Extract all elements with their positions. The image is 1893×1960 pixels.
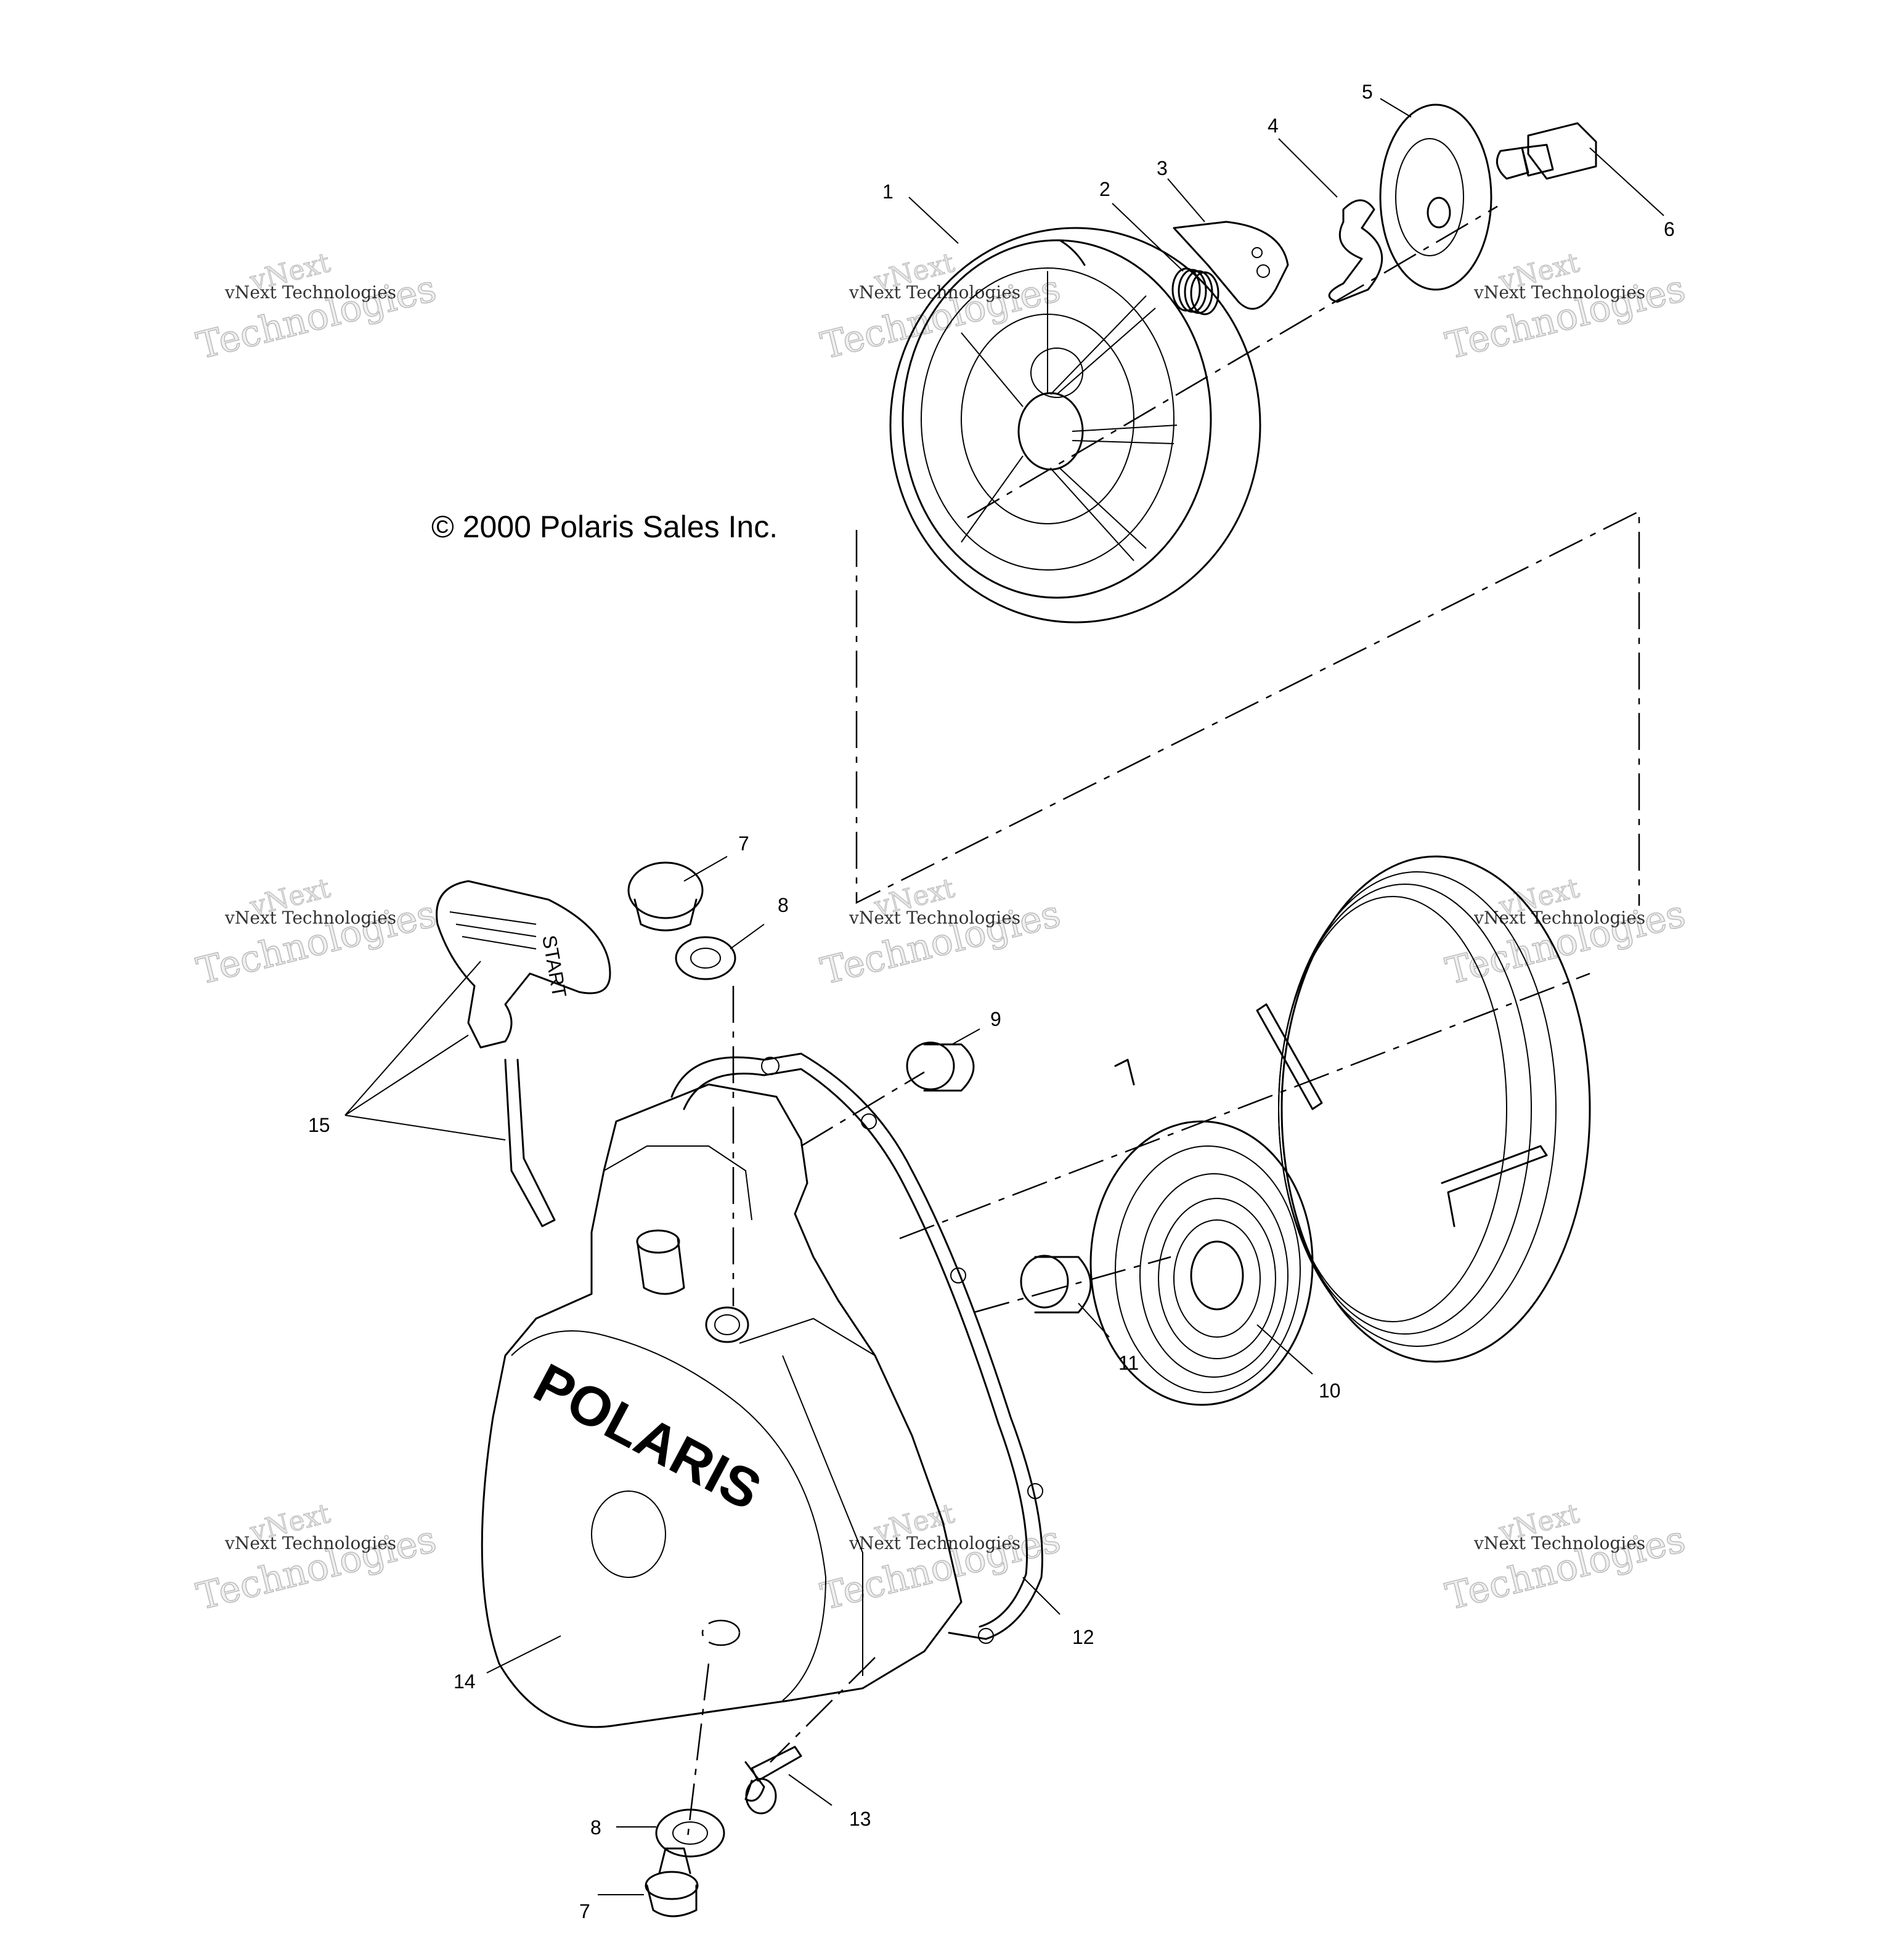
part-washer-bottom — [655, 1808, 725, 1858]
part-pawl — [1173, 221, 1289, 310]
part-washer-top — [675, 936, 736, 980]
part-housing: POLARIS — [481, 1083, 963, 1728]
callout-3: 3 — [1157, 157, 1168, 179]
callout-13: 13 — [849, 1808, 871, 1830]
callout-9: 9 — [990, 1008, 1001, 1030]
callout-14: 14 — [454, 1670, 476, 1693]
part-sleeve — [1020, 1254, 1092, 1314]
callout-4: 4 — [1268, 115, 1279, 137]
part-spring — [1171, 267, 1219, 315]
callout-labels: 1 2 3 4 5 6 7 8 9 10 11 12 13 14 15 7 8 — [308, 81, 1675, 1922]
callout-8-top: 8 — [778, 894, 789, 916]
part-pulley — [889, 227, 1261, 624]
callout-2: 2 — [1099, 178, 1110, 200]
part-plug-bottom — [645, 1847, 699, 1917]
callout-7-top: 7 — [738, 832, 749, 855]
callout-1: 1 — [882, 181, 894, 203]
part-clip — [1328, 199, 1383, 303]
part-plate — [1379, 104, 1492, 291]
callout-11: 11 — [1118, 1352, 1139, 1374]
handle-text: START — [538, 933, 571, 999]
callout-6: 6 — [1664, 218, 1675, 240]
callout-10: 10 — [1319, 1380, 1341, 1402]
callout-8-bottom: 8 — [590, 1816, 601, 1839]
part-bolt — [1496, 122, 1597, 180]
callout-15: 15 — [308, 1114, 330, 1136]
leader-lines — [344, 98, 1664, 1895]
callout-7-bottom: 7 — [579, 1900, 590, 1922]
copyright-notice: © 2000 Polaris Sales Inc. — [431, 510, 778, 544]
part-starter-handle: START — [436, 880, 611, 1227]
part-rope — [1256, 1003, 1323, 1110]
part-bushing — [906, 1041, 975, 1092]
part-plug-top — [627, 861, 704, 932]
callout-5: 5 — [1362, 81, 1373, 103]
part-bolt-bottom — [744, 1746, 802, 1815]
part-rope-reel — [1278, 855, 1591, 1363]
callout-12: 12 — [1072, 1626, 1094, 1648]
part-gasket — [670, 1052, 1043, 1644]
